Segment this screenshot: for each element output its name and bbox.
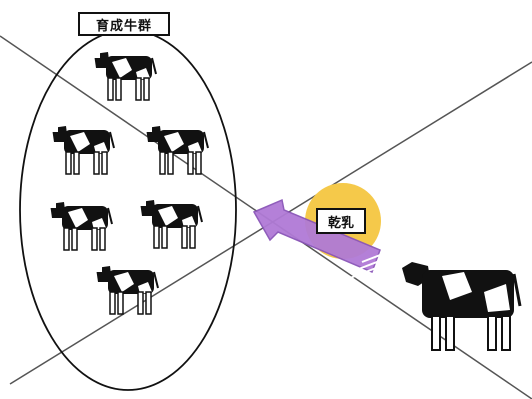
dry-off-label: 乾乳	[316, 208, 366, 234]
herd-label: 育成牛群	[78, 12, 170, 36]
heifer-icon	[48, 202, 112, 250]
heifer-icon	[50, 126, 114, 174]
heifer-icon	[92, 52, 156, 100]
heifer-icon	[144, 126, 208, 174]
dry-cow-icon	[402, 262, 520, 350]
heifer-icon	[94, 266, 158, 314]
heifer-icon	[138, 200, 202, 248]
